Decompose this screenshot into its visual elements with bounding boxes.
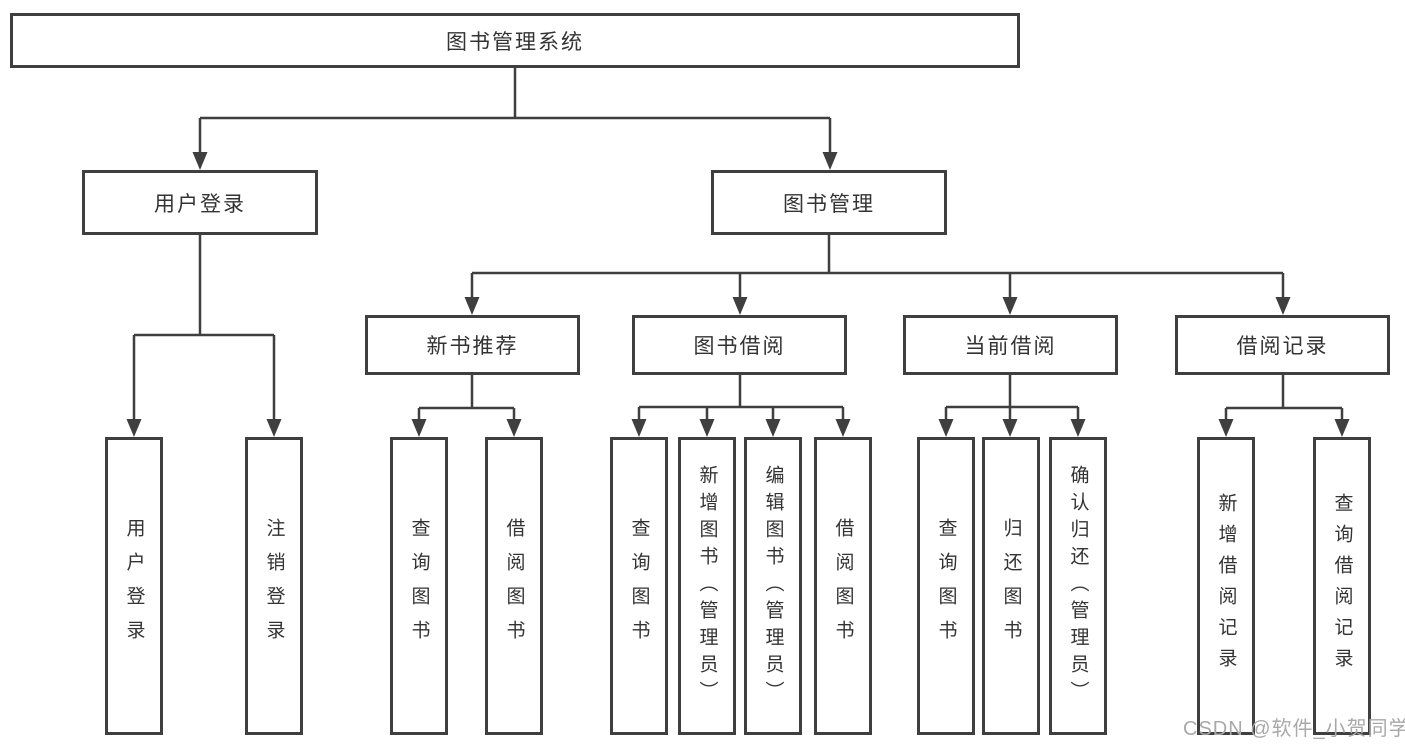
leaf-nbr-query-books: 查询图书 xyxy=(390,437,448,735)
leaf-bb-borrow-books-label: 借阅图书 xyxy=(832,518,854,654)
leaf-bb-add-books-admin-label: 新增图书（管理员） xyxy=(696,464,718,708)
connector-book-borrow xyxy=(637,375,845,420)
leaf-bb-edit-books-admin: 编辑图书（管理员） xyxy=(744,437,802,735)
node-book-borrow-label: 图书借阅 xyxy=(693,335,786,358)
connector-new-book-rec xyxy=(417,375,516,420)
leaf-cb-query-books: 查询图书 xyxy=(917,437,975,735)
leaf-br-add-record-label: 新增借阅记录 xyxy=(1215,493,1237,679)
leaf-bb-borrow-books: 借阅图书 xyxy=(814,437,872,735)
node-borrow-record: 借阅记录 xyxy=(1175,315,1390,375)
node-borrow-record-label: 借阅记录 xyxy=(1236,335,1329,358)
connector-book-mgmt xyxy=(470,235,1285,298)
connector-borrow-record xyxy=(1224,375,1344,420)
node-current-borrow: 当前借阅 xyxy=(903,315,1118,375)
node-current-borrow-label: 当前借阅 xyxy=(964,335,1057,358)
node-user-login: 用户登录 xyxy=(82,170,318,235)
node-new-book-rec-label: 新书推荐 xyxy=(426,335,519,358)
node-root-label: 图书管理系统 xyxy=(446,30,584,54)
leaf-cb-confirm-return-admin: 确认归还（管理员） xyxy=(1049,437,1107,735)
leaf-br-add-record: 新增借阅记录 xyxy=(1197,437,1255,735)
leaf-bb-add-books-admin: 新增图书（管理员） xyxy=(678,437,736,735)
connector-root xyxy=(198,68,832,153)
leaf-bb-query-books: 查询图书 xyxy=(610,437,668,735)
leaf-bb-query-books-label: 查询图书 xyxy=(628,518,650,654)
node-book-mgmt-label: 图书管理 xyxy=(783,192,875,216)
leaf-cb-confirm-return-admin-label: 确认归还（管理员） xyxy=(1067,464,1089,708)
node-book-borrow: 图书借阅 xyxy=(632,315,847,375)
leaf-user-login: 用户登录 xyxy=(105,437,163,735)
leaf-logout-label: 注销登录 xyxy=(263,518,285,654)
connector-user-login xyxy=(132,235,276,420)
csdn-watermark: CSDN @软件_小贺同学 xyxy=(1183,718,1405,740)
leaf-nbr-borrow-books: 借阅图书 xyxy=(485,437,543,735)
node-user-login-label: 用户登录 xyxy=(154,192,246,216)
leaf-nbr-query-books-label: 查询图书 xyxy=(408,518,430,654)
leaf-br-query-record: 查询借阅记录 xyxy=(1313,437,1371,735)
leaf-cb-query-books-label: 查询图书 xyxy=(935,518,957,654)
leaf-br-query-record-label: 查询借阅记录 xyxy=(1331,493,1353,679)
leaf-bb-edit-books-admin-label: 编辑图书（管理员） xyxy=(762,464,784,708)
leaf-user-login-label: 用户登录 xyxy=(123,518,145,654)
node-root: 图书管理系统 xyxy=(10,13,1020,68)
leaf-nbr-borrow-books-label: 借阅图书 xyxy=(503,518,525,654)
node-new-book-rec: 新书推荐 xyxy=(365,315,580,375)
leaf-cb-return-books-label: 归还图书 xyxy=(1000,518,1022,654)
leaf-logout: 注销登录 xyxy=(245,437,303,735)
node-book-mgmt: 图书管理 xyxy=(711,170,947,235)
connector-current-borrow xyxy=(944,375,1080,420)
leaf-cb-return-books: 归还图书 xyxy=(982,437,1040,735)
